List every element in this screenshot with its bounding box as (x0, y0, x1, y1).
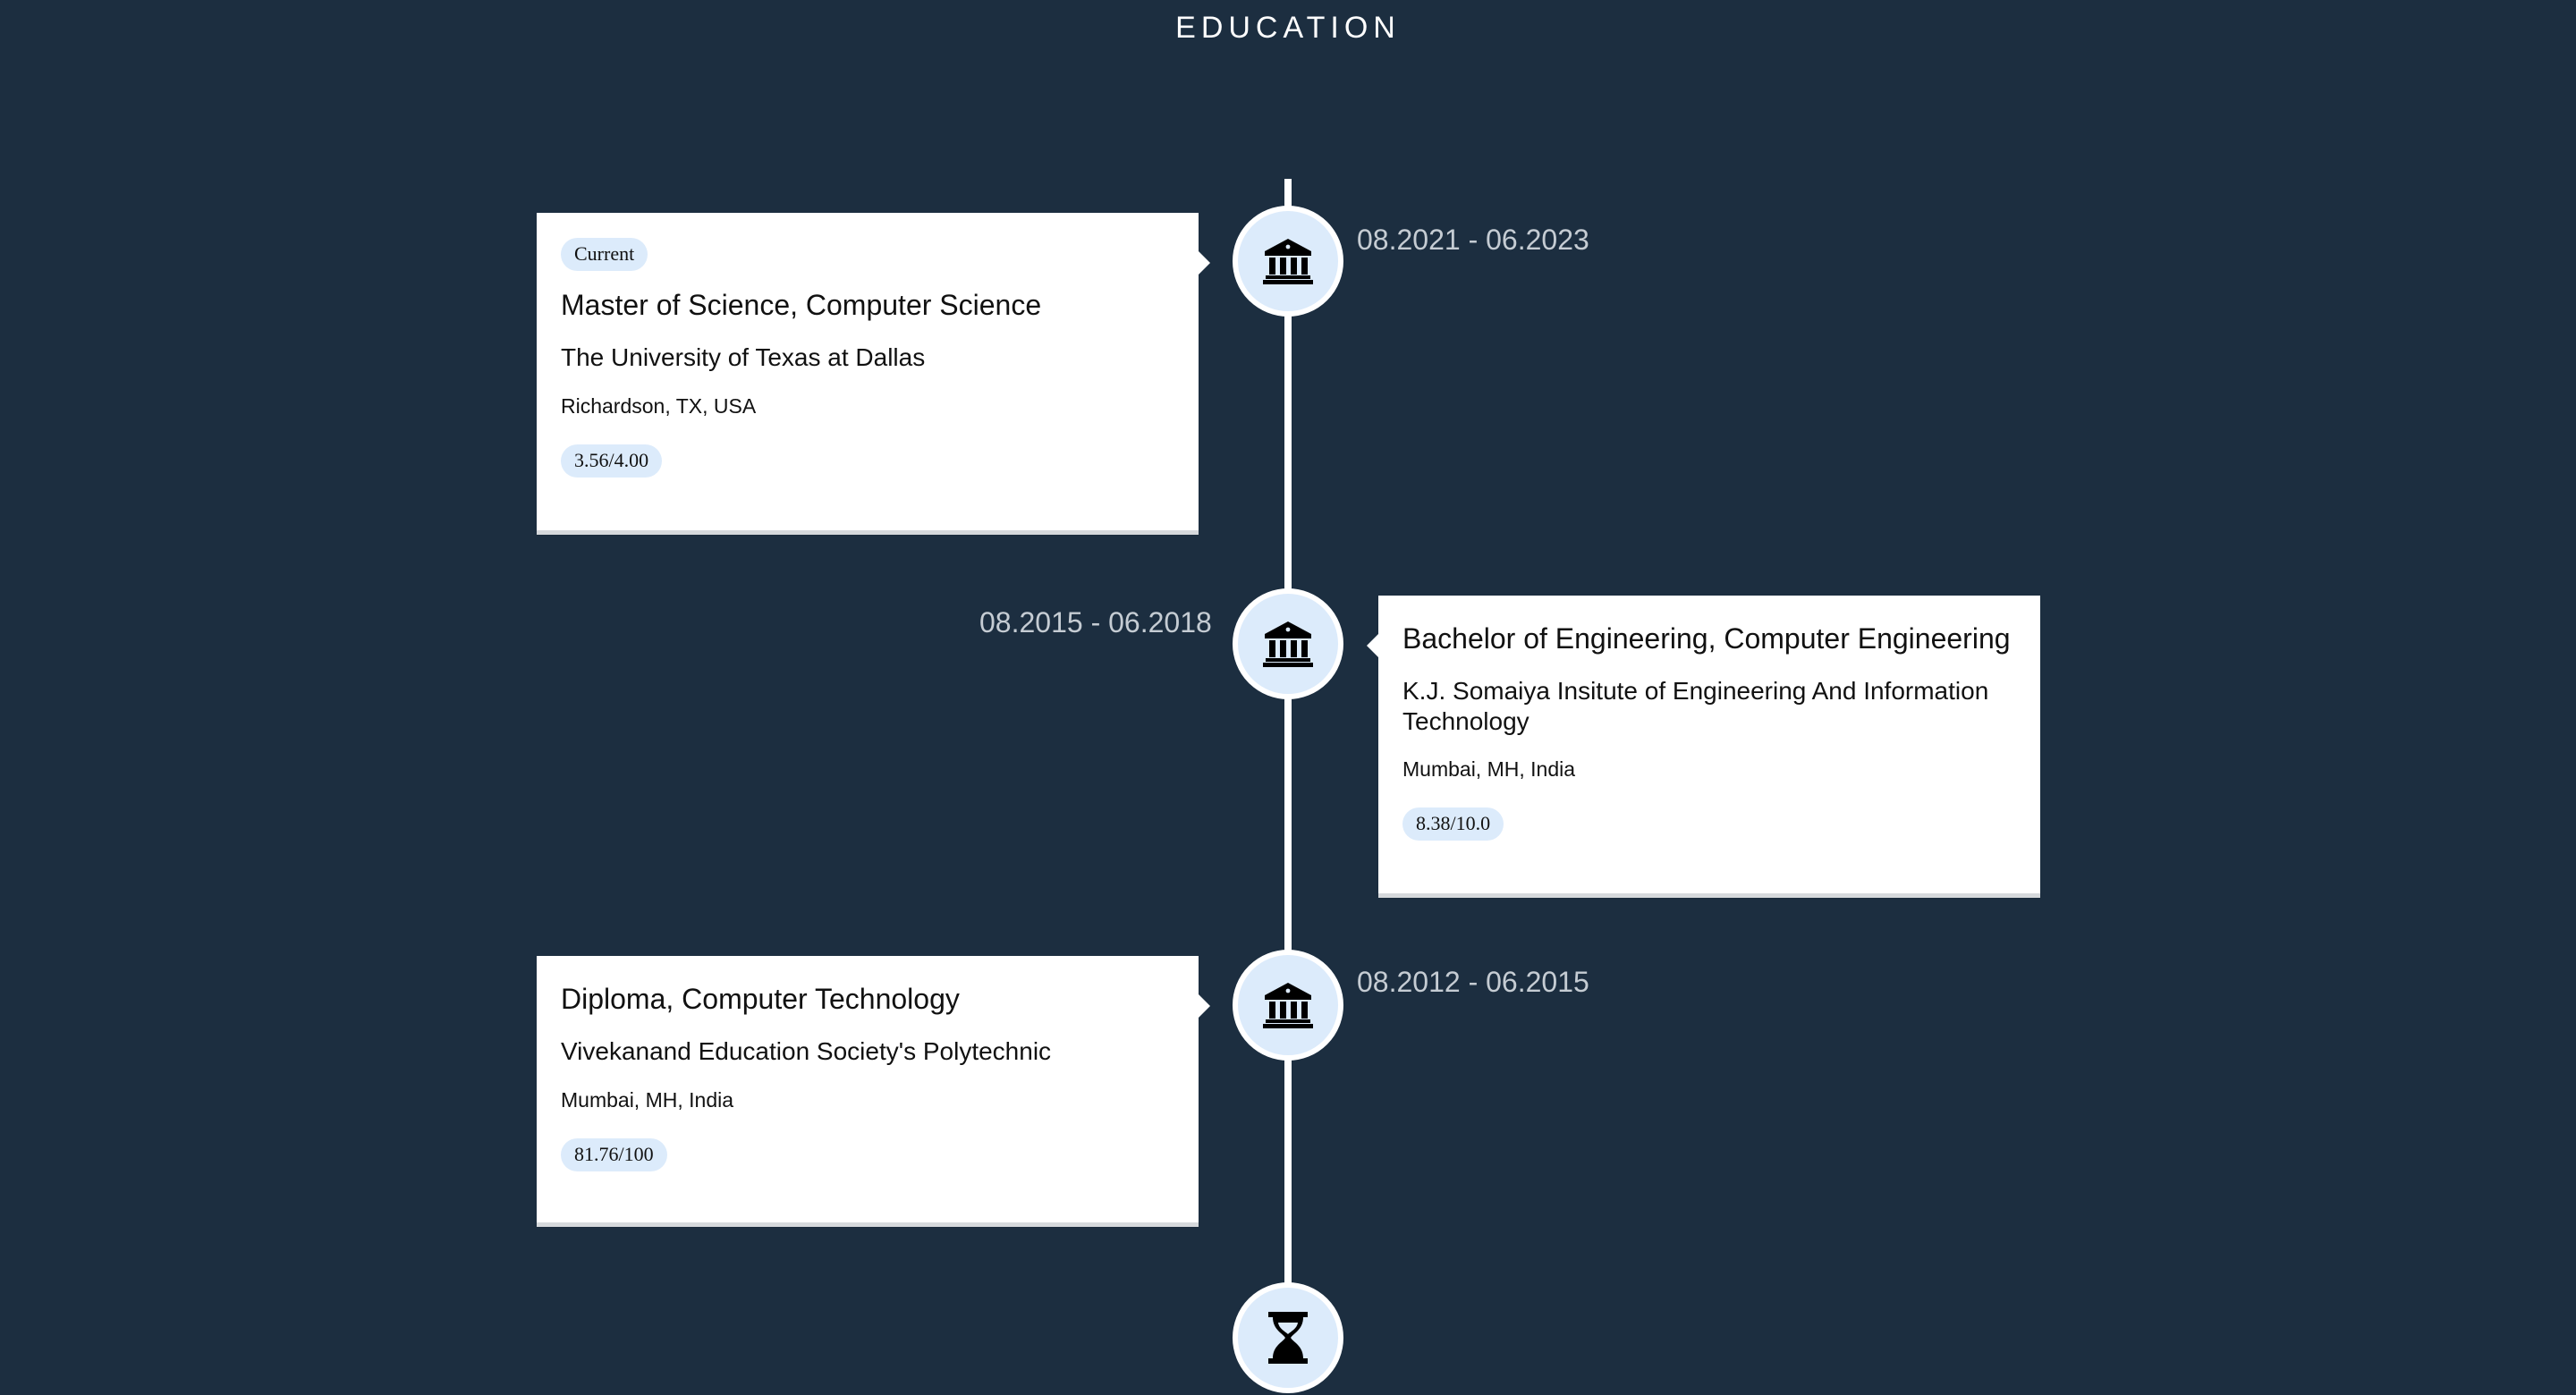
date-range: 08.2021 - 06.2023 (1357, 224, 1589, 256)
degree-title: Master of Science, Computer Science (561, 289, 1042, 321)
timeline-line (1284, 179, 1292, 1341)
education-card-diploma: Diploma, Computer Technology Vivekanand … (537, 956, 1210, 1227)
institution-icon (1263, 239, 1313, 284)
timeline-node-diploma (1233, 950, 1343, 1061)
education-card-bachelors: Bachelor of Engineering, Computer Engine… (1367, 596, 2040, 898)
school-location: Mumbai, MH, India (1402, 757, 1576, 782)
school-location: Richardson, TX, USA (561, 393, 757, 418)
timeline-node-bachelors (1233, 588, 1343, 699)
school-name: K.J. Somaiya Insitute of Engineering And… (1402, 677, 1989, 735)
grade-badge: 3.56/4.00 (561, 444, 663, 478)
timeline-end-node (1233, 1282, 1343, 1393)
grade-badge: 8.38/10.0 (1402, 807, 1504, 841)
degree-title: Bachelor of Engineering, Computer Engine… (1402, 622, 2011, 655)
school-name: Vivekanand Education Society's Polytechn… (561, 1037, 1052, 1065)
institution-icon (1263, 621, 1313, 667)
degree-title: Diploma, Computer Technology (561, 983, 960, 1015)
institution-icon (1263, 983, 1313, 1028)
education-card-masters: Current Master of Science, Computer Scie… (537, 213, 1210, 535)
hourglass-icon (1268, 1312, 1308, 1364)
timeline-node-masters (1233, 206, 1343, 317)
school-location: Mumbai, MH, India (561, 1087, 734, 1112)
status-badge: Current (561, 238, 648, 271)
grade-badge: 81.76/100 (561, 1137, 667, 1171)
date-range: 08.2012 - 06.2015 (1357, 966, 1589, 998)
date-range: 08.2015 - 06.2018 (979, 606, 1212, 638)
section-title: EDUCATION (1175, 11, 1401, 45)
school-name: The University of Texas at Dallas (561, 343, 926, 371)
